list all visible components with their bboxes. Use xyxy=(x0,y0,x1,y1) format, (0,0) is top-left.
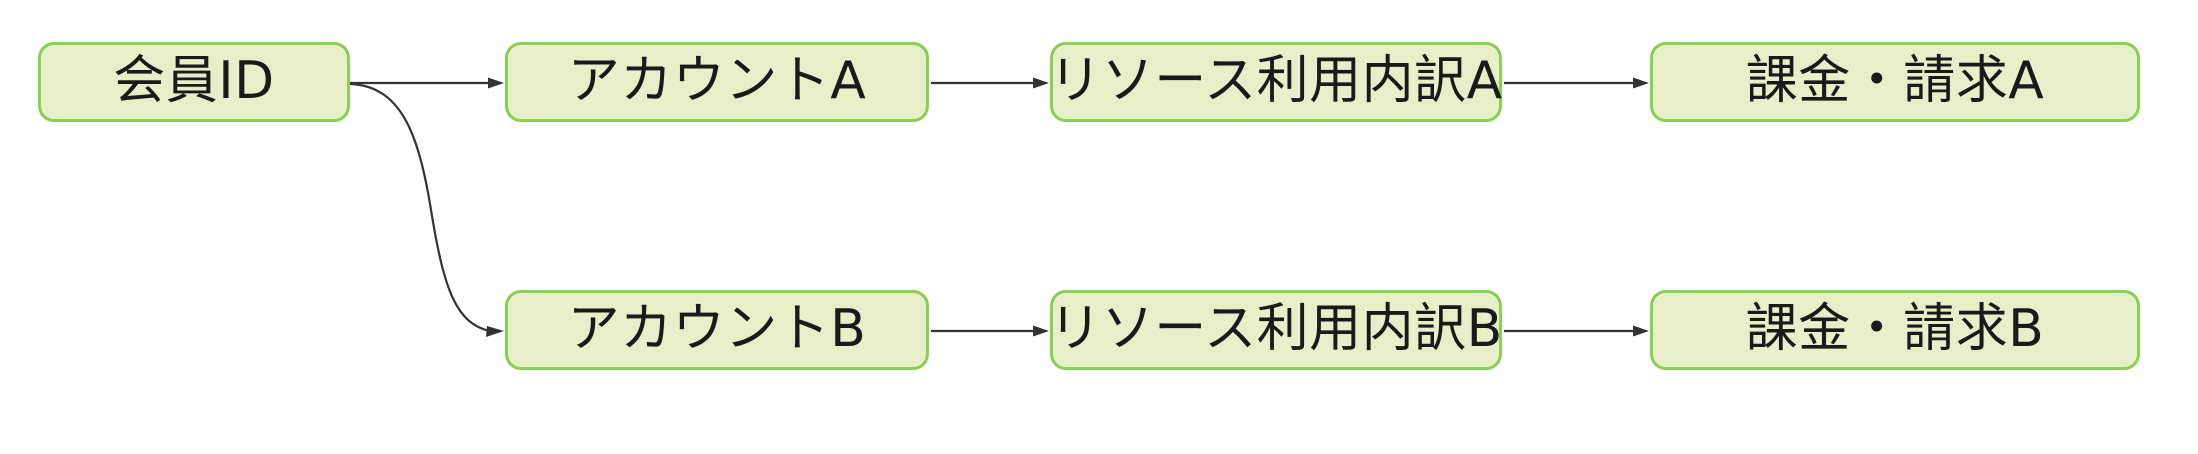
node-billing-a[interactable]: 課金・請求A xyxy=(1650,42,2140,122)
edge-account-b-to-resource-b xyxy=(931,325,1049,337)
arrowhead-icon xyxy=(1633,77,1649,89)
node-resource-usage-a[interactable]: リソース利用内訳A xyxy=(1049,42,1502,122)
node-account-a[interactable]: アカウントA xyxy=(505,42,929,122)
node-label: アカウントA xyxy=(567,51,867,111)
edge-resource-b-to-billing-b xyxy=(1504,325,1649,337)
node-resource-usage-b[interactable]: リソース利用内訳B xyxy=(1049,290,1502,370)
node-label: 課金・請求B xyxy=(1745,299,2045,359)
node-account-b[interactable]: アカウントB xyxy=(505,290,929,370)
edge-member-id-to-account-a xyxy=(350,77,504,89)
node-label: リソース利用内訳A xyxy=(1049,51,1503,111)
node-label: リソース利用内訳B xyxy=(1049,299,1503,359)
node-label: アカウントB xyxy=(567,299,867,359)
arrowhead-icon xyxy=(486,326,504,337)
arrowhead-icon xyxy=(488,77,504,89)
node-label: 会員ID xyxy=(113,51,275,111)
arrowhead-icon xyxy=(1633,325,1649,337)
edge-member-id-to-account-b xyxy=(349,82,504,337)
node-label: 課金・請求A xyxy=(1745,51,2045,111)
node-billing-b[interactable]: 課金・請求B xyxy=(1650,290,2140,370)
edge-account-a-to-resource-a xyxy=(931,77,1049,89)
edge-resource-a-to-billing-a xyxy=(1504,77,1649,89)
node-member-id[interactable]: 会員ID xyxy=(38,42,350,122)
